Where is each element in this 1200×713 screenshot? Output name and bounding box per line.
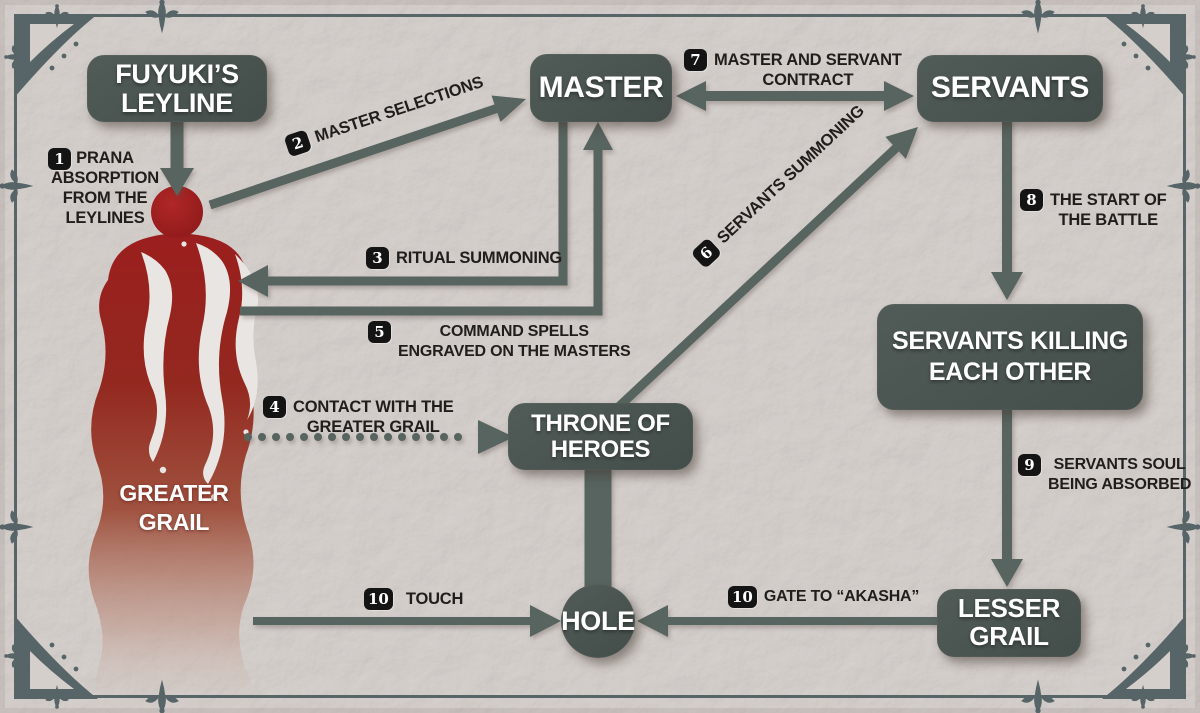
arrowhead-battle-start: [991, 272, 1023, 300]
step-1-number-badge: 1: [48, 148, 71, 170]
greater-grail-title: GREATER GRAIL: [119, 480, 229, 535]
arrow-ritual-summoning: [266, 118, 568, 286]
arrowhead-contract-left: [676, 81, 706, 111]
node-servants: SERVANTS: [917, 55, 1103, 122]
node-master-label: MASTER: [538, 70, 664, 104]
step-7-number-badge: 7: [684, 49, 707, 71]
node-lesser-grail-label: LESSER GRAIL: [957, 593, 1061, 651]
arrowhead-contact-greater-grail: [478, 420, 514, 454]
arrow-servants-summoning: [609, 144, 900, 416]
node-master: MASTER: [530, 54, 672, 122]
arrowhead-soul-absorbed: [991, 559, 1023, 587]
arrowhead-contract-right: [884, 81, 914, 111]
step-7-label: MASTER AND SERVANT CONTRACT: [714, 51, 902, 89]
node-servants-label: SERVANTS: [930, 71, 1090, 105]
arrowhead-master-selections: [491, 95, 526, 122]
grail-sphere: [151, 186, 203, 238]
step-9: 9 SERVANTS SOUL BEING ABSORBED: [1018, 454, 1191, 495]
step-4-label: CONTACT WITH THE GREATER GRAIL: [293, 398, 454, 436]
step-1: 1 PRANA ABSORPTION FROM THE LEYLINES: [46, 147, 164, 228]
step-4-number-badge: 4: [263, 396, 286, 418]
node-hole: HOLE: [561, 584, 635, 658]
step-5-number-badge: 5: [368, 321, 391, 343]
step-5-label: COMMAND SPELLS ENGRAVED ON THE MASTERS: [398, 323, 631, 360]
step-8-number-badge: 8: [1020, 189, 1043, 211]
node-fuyuki-leyline: FUYUKI’S LEYLINE: [87, 55, 267, 122]
arrow-master-selections: [208, 103, 500, 210]
arrowhead-ritual-summoning: [238, 265, 268, 297]
step-9-label: SERVANTS SOUL BEING ABSORBED: [1048, 456, 1192, 493]
step-8: 8 THE START OF THE BATTLE: [1020, 189, 1167, 230]
step-3-label: RITUAL SUMMONING: [396, 249, 563, 267]
step-9-number-badge: 9: [1018, 454, 1041, 476]
dotted-line-contact: [244, 433, 462, 441]
step-3: 3 RITUAL SUMMONING: [366, 247, 562, 269]
arrowhead-servants-summoning: [885, 127, 918, 159]
step-10-gate-number-badge: 10: [728, 586, 757, 608]
node-throne-of-heroes: THRONE OF HEROES: [508, 403, 693, 470]
node-servants-killing-each-other: SERVANTS KILLING EACH OTHER: [877, 304, 1143, 410]
step-10-touch-label: TOUCH: [405, 590, 464, 608]
grail-flames: [141, 241, 259, 500]
step-5: 5 COMMAND SPELLS ENGRAVED ON THE MASTERS: [368, 321, 631, 362]
step-10-gate-label: GATE TO “AKASHA”: [763, 588, 920, 605]
step-4: 4 CONTACT WITH THE GREATER GRAIL: [263, 396, 454, 437]
arrowhead-leyline-absorption: [160, 168, 194, 196]
node-lesser-grail: LESSER GRAIL: [937, 589, 1081, 657]
step-10-gate: 10 GATE TO “AKASHA”: [728, 586, 919, 608]
node-servants-killing-label: SERVANTS KILLING EACH OTHER: [892, 326, 1128, 386]
step-10-touch-number-badge: 10: [364, 588, 393, 610]
node-fuyuki-leyline-label: FUYUKI’S LEYLINE: [115, 58, 239, 118]
step-7: 7 MASTER AND SERVANT CONTRACT: [684, 49, 902, 90]
node-throne-label: THRONE OF HEROES: [531, 409, 670, 463]
step-3-number-badge: 3: [366, 247, 389, 269]
step-10-touch: 10 TOUCH: [364, 588, 463, 610]
node-hole-label: HOLE: [561, 605, 635, 636]
arrow-command-spells: [240, 148, 603, 316]
arrowhead-command-spells: [583, 122, 613, 150]
step-8-label: THE START OF THE BATTLE: [1050, 191, 1167, 229]
arrowhead-gate-akasha: [637, 605, 668, 637]
step-1-label: PRANA ABSORPTION FROM THE LEYLINES: [50, 149, 159, 227]
arrowhead-touch: [530, 605, 561, 637]
